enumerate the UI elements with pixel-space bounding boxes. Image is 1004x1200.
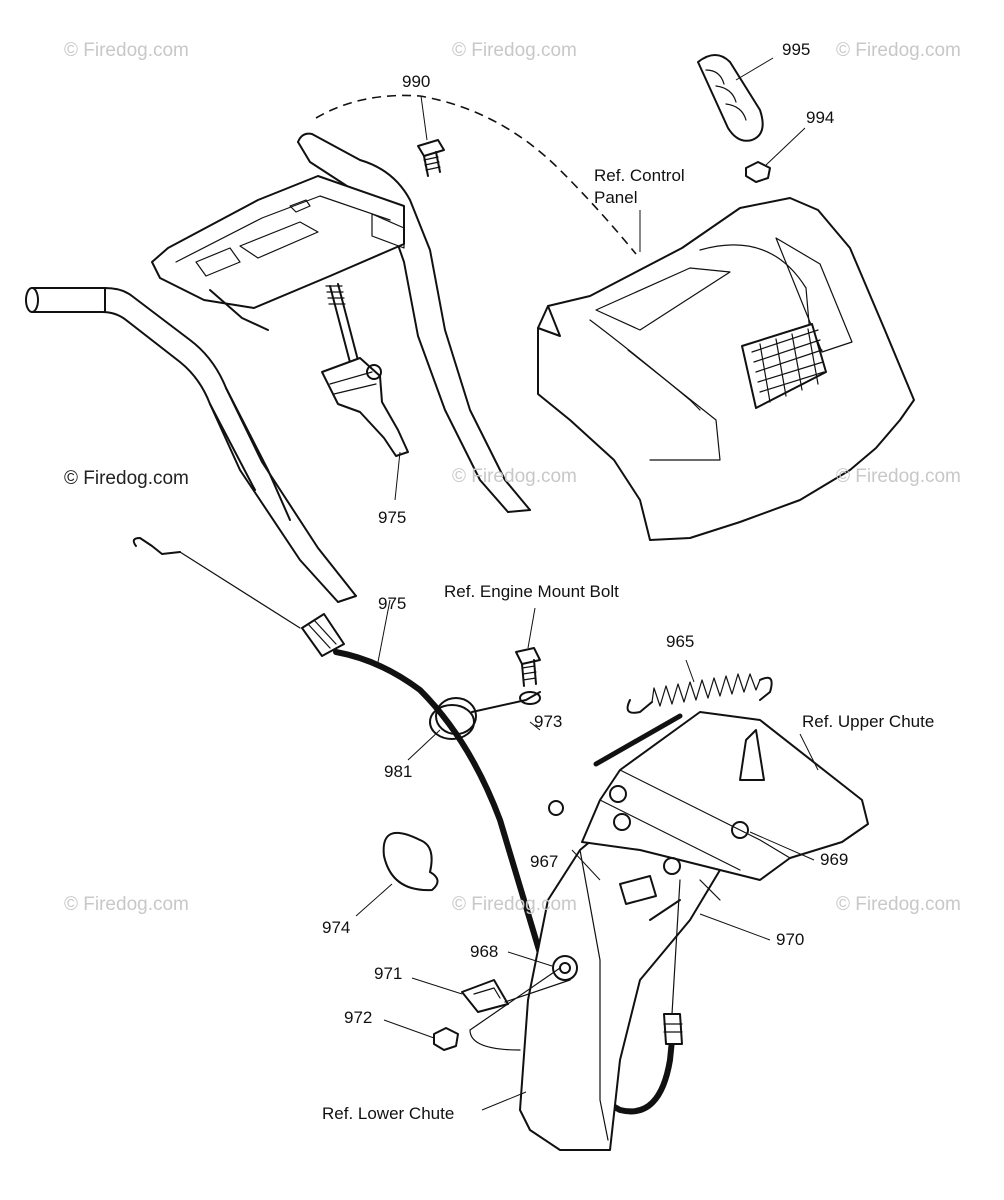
part-label-994: 994 <box>806 108 835 127</box>
control-panel-shroud <box>315 54 915 541</box>
ref-control-panel-label: Panel <box>594 188 638 207</box>
part-label-965: 965 <box>666 632 695 651</box>
part-label-968: 968 <box>470 942 499 961</box>
part-label-970: 970 <box>776 930 805 949</box>
part-label-972: 972 <box>344 1008 373 1027</box>
watermark: © Firedog.com <box>452 466 577 487</box>
part-label-995: 995 <box>782 40 811 59</box>
watermark: © Firedog.com <box>64 894 189 915</box>
chute-assembly <box>382 673 869 1151</box>
watermark: © Firedog.com <box>452 40 577 61</box>
part-label-981: 981 <box>384 762 413 781</box>
watermark: © Firedog.com <box>836 40 961 61</box>
ref-upper-chute-label: Ref. Upper Chute <box>802 712 935 731</box>
part-label-975: 975 <box>378 508 407 527</box>
part-label-975: 975 <box>378 594 407 613</box>
watermark: © Firedog.com <box>836 466 961 487</box>
watermark: © Firedog.com <box>64 40 189 61</box>
ref-engine-mount-bolt-label: Ref. Engine Mount Bolt <box>444 582 619 601</box>
part-label-973: 973 <box>534 712 563 731</box>
part-label-969: 969 <box>820 850 849 869</box>
cable-assembly <box>132 537 675 1115</box>
watermark: © Firedog.com <box>64 468 189 489</box>
handle-assembly <box>25 132 531 603</box>
ref-control-panel-label: Ref. Control <box>594 166 685 185</box>
watermark: © Firedog.com <box>452 894 577 915</box>
part-label-990: 990 <box>402 72 431 91</box>
part-label-974: 974 <box>322 918 351 937</box>
part-label-967: 967 <box>530 852 559 871</box>
leader-lines <box>355 57 819 1111</box>
part-label-971: 971 <box>374 964 403 983</box>
watermark: © Firedog.com <box>836 894 961 915</box>
ref-lower-chute-label: Ref. Lower Chute <box>322 1104 455 1123</box>
